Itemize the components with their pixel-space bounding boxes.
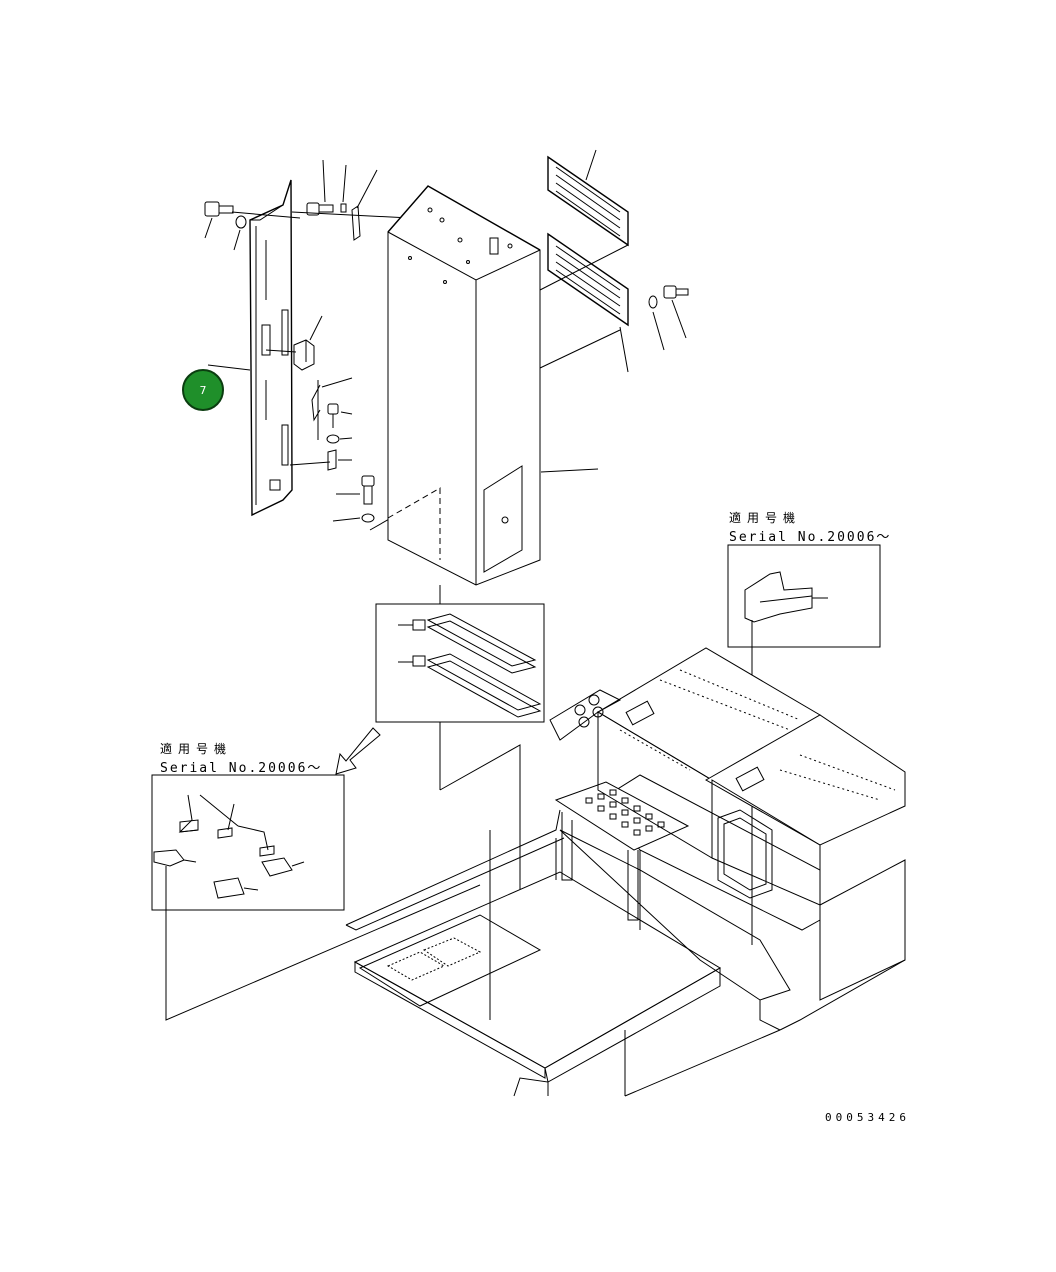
screw-set (289, 380, 353, 471)
machine-frame (345, 647, 906, 1097)
callout-number: 7 (199, 383, 207, 397)
louver-bolt (648, 285, 689, 351)
serial-note-right-jp: 適用号機 (729, 511, 802, 525)
bolts-top-center (291, 159, 411, 241)
drawing-number: 00053426 (825, 1111, 910, 1124)
housing-leader (540, 468, 599, 473)
side-cover-panel (249, 179, 293, 517)
callout-marker[interactable]: 7 (182, 369, 224, 411)
louver-upper (539, 149, 629, 291)
louver-lower (539, 232, 629, 373)
callout-leader (207, 364, 251, 371)
serial-note-left-jp: 適用号機 (160, 742, 233, 756)
bolt-top-left (204, 201, 301, 251)
serial-note-left-serial: Serial No.20006～ (160, 761, 323, 776)
main-housing (387, 185, 541, 586)
serial-note-right-serial: Serial No.20006～ (729, 530, 892, 545)
left-detail-box (151, 774, 481, 1021)
panel-bracket (265, 315, 353, 422)
detail-arrow (335, 727, 381, 775)
